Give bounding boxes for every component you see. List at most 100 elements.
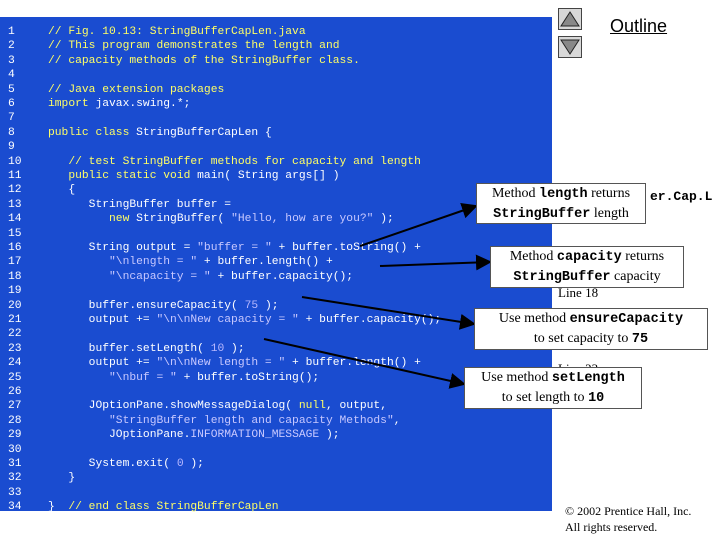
callout-capacity: Method capacity returns StringBuffer cap… (490, 246, 684, 288)
line-number: 20 (8, 299, 22, 312)
line-reference-18: Line 18 (558, 285, 599, 300)
callout-set-length: Use method setLength to set length to 10 (464, 367, 642, 409)
line-number: 31 (8, 458, 22, 470)
code-text: // Fig. 10.13: StringBufferCapLen.java (48, 25, 306, 39)
code-text: buffer.setLength( 10 ); (48, 342, 245, 356)
code-token: + buffer.capacity(); (298, 314, 442, 326)
code-text: "\nlength = " + buffer.length() + (48, 255, 333, 269)
line-number: 12 (8, 184, 22, 197)
next-slide-button[interactable] (558, 36, 582, 58)
code-token: + buffer.toString() + (271, 242, 421, 254)
code-token: ); (224, 342, 245, 355)
outline-title[interactable]: Outline (610, 16, 668, 36)
code-text: } // end class StringBufferCapLen (48, 500, 279, 514)
code-token: "StringBuffer length and capacity Method… (109, 414, 394, 427)
line-number: 7 (8, 112, 15, 125)
line-number: 23 (8, 342, 22, 355)
code-token: // capacity methods of the StringBuffer … (48, 54, 360, 67)
line-number: 5 (8, 83, 15, 96)
code-token: // Fig. 10.13: StringBufferCapLen.java (48, 26, 306, 38)
code-text: // capacity methods of the StringBuffer … (48, 54, 360, 68)
code-token: public class (48, 126, 137, 139)
code-text: "StringBuffer length and capacity Method… (48, 414, 401, 428)
code-text: new StringBuffer( "Hello, how are you?" … (48, 212, 394, 226)
code-token: , output, (325, 400, 387, 413)
line-number: 19 (8, 285, 22, 298)
triangle-up-icon (560, 11, 580, 27)
code-token: ); (319, 429, 340, 442)
code-token: 75 (244, 299, 259, 312)
code-token: null (298, 400, 326, 413)
line-number: 33 (8, 486, 22, 499)
line-number: 34 (8, 501, 22, 514)
line-number: 13 (8, 198, 22, 211)
code-text: "\nbuf = " + buffer.toString(); (48, 371, 319, 385)
line-number: 32 (8, 472, 22, 485)
code-text: public static void main( String args[] ) (48, 169, 340, 183)
code-text: public class StringBufferCapLen { (48, 126, 272, 140)
code-token: JOptionPane.showMessageDialog( (48, 400, 299, 413)
line-number: 17 (8, 256, 22, 269)
code-token: "\ncapacity = " (109, 270, 211, 283)
arrow-set-length (263, 338, 466, 389)
code-token: public static void (48, 170, 198, 182)
line-number: 28 (8, 414, 22, 427)
line-number: 11 (8, 170, 22, 182)
code-token: "\nlength = " (109, 256, 198, 269)
code-token: String output = (48, 242, 198, 254)
code-token: buffer.ensureCapacity( (48, 299, 245, 312)
code-token: // end class StringBufferCapLen (68, 501, 279, 514)
code-token: StringBuffer( (136, 213, 232, 226)
code-token: { (48, 184, 76, 197)
code-token: // This program demonstrates the length … (48, 40, 340, 53)
line-number: 22 (8, 328, 22, 341)
code-token: + buffer.length() + (197, 256, 333, 269)
code-token: } (48, 501, 69, 514)
code-text: JOptionPane.showMessageDialog( null, out… (48, 399, 387, 413)
line-number: 9 (8, 141, 15, 154)
line-number: 30 (8, 443, 22, 456)
code-text: import javax.swing.*; (48, 97, 190, 111)
code-text: buffer.ensureCapacity( 75 ); (48, 299, 279, 313)
code-token: StringBufferCapLen { (136, 126, 272, 139)
code-token: "buffer = " (197, 242, 272, 254)
code-token: System.exit( (48, 458, 177, 470)
previous-slide-button[interactable] (558, 8, 582, 30)
callout-length: Method length returns StringBuffer lengt… (476, 183, 646, 224)
callout-ensure-capacity: Use method ensureCapacity to set capacit… (474, 308, 708, 350)
code-token: output += (48, 357, 157, 370)
code-token: "\n\nNew capacity = " (156, 314, 299, 326)
code-text: output += "\n\nNew capacity = " + buffer… (48, 313, 442, 327)
line-number: 27 (8, 400, 22, 413)
code-token: buffer.setLength( (48, 342, 211, 355)
code-text: "\ncapacity = " + buffer.capacity(); (48, 270, 353, 284)
line-number: 2 (8, 40, 15, 53)
code-token: javax.swing.*; (95, 98, 191, 110)
copyright-notice: © 2002 Prentice Hall, Inc. All rights re… (565, 504, 692, 534)
line-number: 8 (8, 126, 15, 139)
code-token: StringBuffer buffer = (48, 198, 232, 211)
line-number: 14 (8, 213, 22, 226)
code-token: + buffer.capacity(); (210, 270, 354, 283)
code-token: "\n\nNew length = " (156, 357, 286, 370)
code-token: main( String args[] ) (197, 170, 340, 182)
code-token: new (48, 213, 137, 226)
arrow-capacity (379, 254, 492, 271)
line-number: 10 (8, 155, 22, 168)
line-number: 25 (8, 371, 22, 384)
code-text: System.exit( 0 ); (48, 457, 204, 471)
code-token: ); (183, 458, 204, 470)
line-number: 18 (8, 270, 22, 283)
line-number: 3 (8, 54, 15, 67)
code-text: // Java extension packages (48, 83, 224, 97)
code-text: // This program demonstrates the length … (48, 39, 340, 53)
code-token: + buffer.toString(); (176, 371, 320, 384)
code-token: } (48, 472, 76, 485)
arrow-length (359, 203, 478, 247)
arrow-ensure-capacity (301, 296, 476, 330)
code-token: // Java extension packages (48, 83, 225, 96)
line-number: 26 (8, 386, 22, 398)
code-token: ); (373, 213, 394, 226)
code-token: "Hello, how are you?" (231, 213, 374, 226)
